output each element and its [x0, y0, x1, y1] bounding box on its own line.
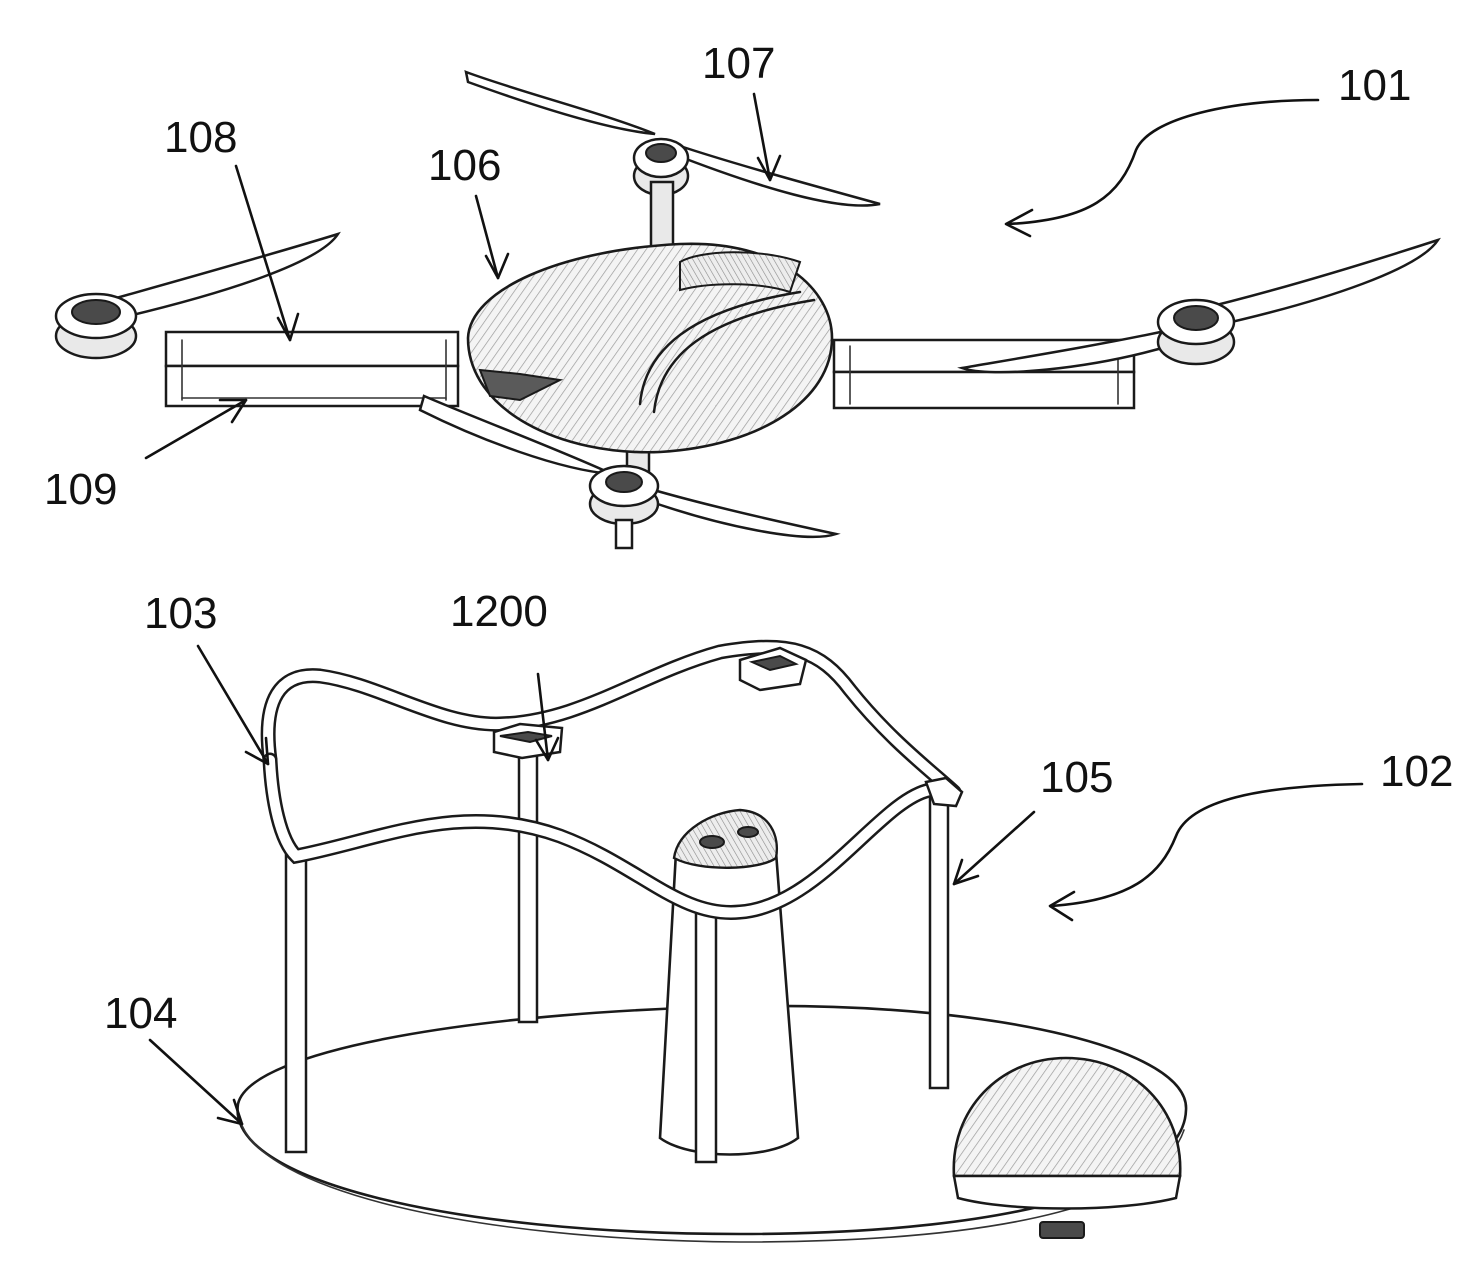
- label-107: 107: [702, 39, 775, 88]
- label-105: 105: [1040, 753, 1113, 802]
- leader-101: [1004, 98, 1320, 238]
- label-106: 106: [428, 141, 501, 190]
- label-104: 104: [104, 989, 177, 1038]
- leader-108: [234, 164, 300, 342]
- right-motor: [1156, 298, 1236, 366]
- central-cone: [658, 808, 800, 1156]
- leader-104: [148, 1038, 244, 1126]
- left-arm: [164, 330, 460, 408]
- leader-105: [952, 810, 1036, 886]
- leader-1200: [534, 672, 560, 762]
- label-101: 101: [1338, 61, 1411, 110]
- label-102: 102: [1380, 747, 1453, 796]
- drone-assembly: [54, 70, 1441, 550]
- label-109: 109: [44, 465, 117, 514]
- label-108: 108: [164, 113, 237, 162]
- label-103: 103: [144, 589, 217, 638]
- leader-109: [144, 398, 248, 460]
- sensor-block-rear: [738, 646, 808, 692]
- front-motor: [588, 464, 660, 550]
- rear-propeller: [464, 70, 881, 207]
- left-propeller: [91, 231, 341, 320]
- leader-103: [196, 644, 270, 766]
- right-propeller: [957, 237, 1441, 374]
- dome: [952, 1056, 1182, 1210]
- label-1200: 1200: [450, 587, 548, 636]
- leader-106: [474, 194, 510, 280]
- left-motor: [54, 292, 138, 360]
- guide-rail: [260, 639, 962, 920]
- leader-102: [1048, 782, 1364, 922]
- drone-body: [466, 242, 834, 454]
- rear-motor: [632, 137, 690, 256]
- rail-end-cap: [924, 776, 964, 808]
- base-station: [236, 639, 1188, 1243]
- support-posts: [284, 750, 950, 1164]
- leader-107: [752, 92, 782, 182]
